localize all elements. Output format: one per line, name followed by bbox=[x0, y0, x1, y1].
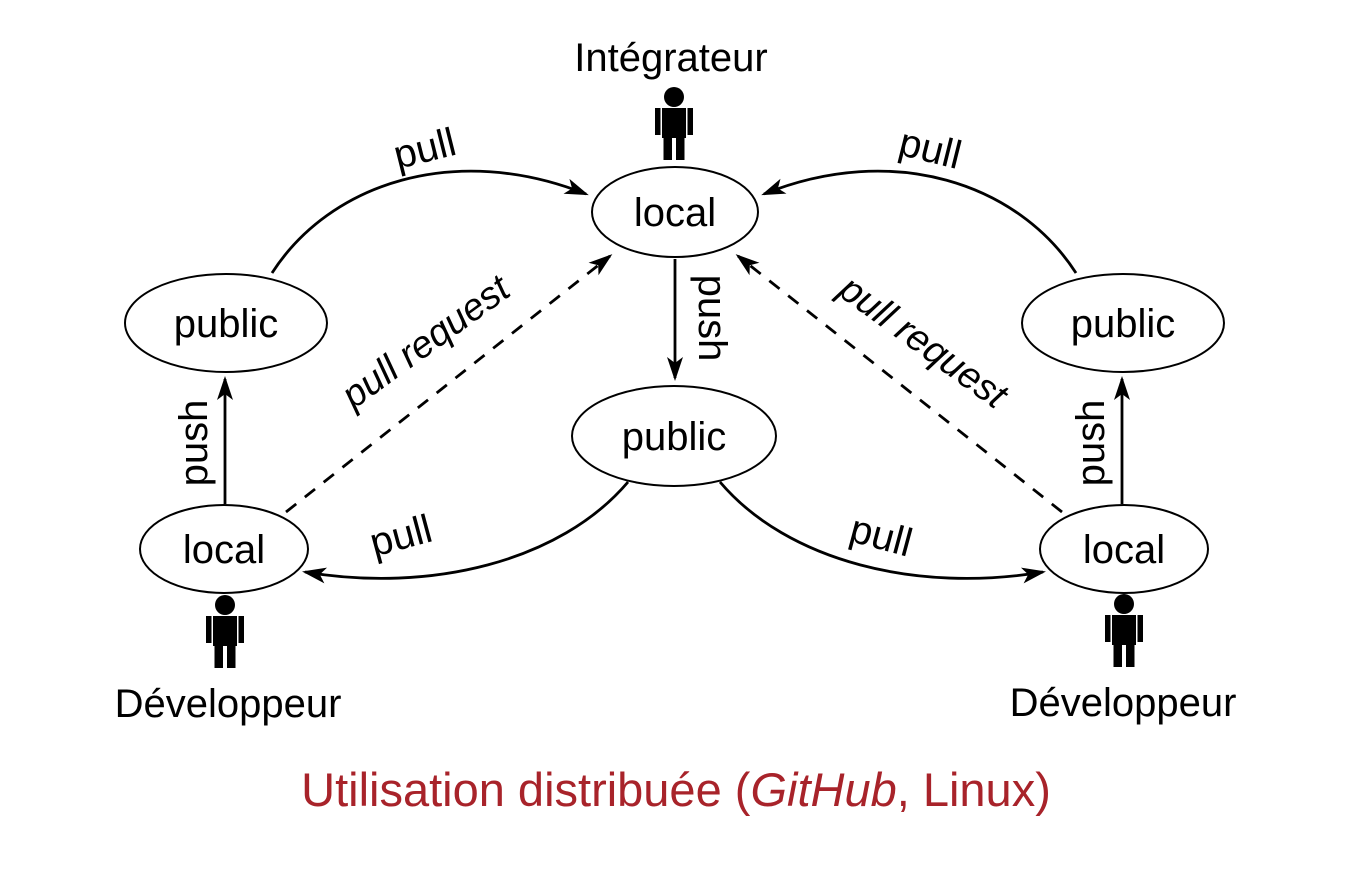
edges-layer bbox=[217, 169, 1130, 584]
integrator-local-label: local bbox=[634, 191, 716, 235]
person-icon-developer-left bbox=[206, 595, 244, 668]
pull-label-top-right: pull bbox=[895, 120, 966, 178]
node-developer-left-local: local bbox=[139, 504, 309, 594]
caption-text-normal-2: , Linux) bbox=[897, 763, 1051, 816]
developer-left-local-ellipse bbox=[139, 504, 309, 594]
node-central-public: public bbox=[571, 385, 777, 487]
node-developer-right-local: local bbox=[1039, 504, 1209, 594]
diagram-caption: Utilisation distribuée (GitHub, Linux) bbox=[301, 763, 1051, 816]
push-label-left: push bbox=[172, 400, 216, 487]
developer-left-label: Développeur bbox=[115, 682, 342, 726]
caption-text-normal: Utilisation distribuée ( bbox=[301, 763, 751, 816]
node-left-public: public bbox=[124, 273, 328, 373]
node-integrator-local: local bbox=[591, 166, 759, 258]
left-public-ellipse bbox=[124, 273, 328, 373]
integrator-label: Intégrateur bbox=[574, 36, 767, 80]
pull-request-label-right: pull request bbox=[830, 267, 1016, 418]
pull-label-bottom-right: pull bbox=[845, 507, 917, 566]
push-label-center: push bbox=[690, 275, 734, 362]
pull-request-arrow-right bbox=[735, 254, 1063, 514]
node-right-public: public bbox=[1021, 273, 1225, 373]
push-label-right: push bbox=[1069, 400, 1113, 487]
right-public-label: public bbox=[1071, 302, 1176, 346]
pull-label-bottom-left: pull bbox=[365, 507, 437, 566]
pull-request-arrow-left bbox=[285, 254, 613, 514]
developer-right-local-label: local bbox=[1083, 528, 1165, 572]
pull-arrow-top-left bbox=[270, 169, 589, 274]
caption-text-italic: GitHub bbox=[750, 763, 896, 816]
developer-right-local-ellipse bbox=[1039, 504, 1209, 594]
developer-right-label: Développeur bbox=[1010, 681, 1237, 725]
person-icon-developer-right bbox=[1105, 594, 1143, 667]
pull-request-label-left: pull request bbox=[333, 267, 519, 418]
central-public-ellipse bbox=[571, 385, 777, 487]
pull-arrow-bottom-right bbox=[718, 481, 1046, 584]
right-public-ellipse bbox=[1021, 273, 1225, 373]
pull-label-top-left: pull bbox=[389, 120, 460, 178]
pull-arrow-bottom-left bbox=[302, 481, 630, 584]
left-public-label: public bbox=[174, 302, 279, 346]
central-public-label: public bbox=[622, 415, 727, 459]
developer-left-local-label: local bbox=[183, 528, 265, 572]
integrator-local-ellipse bbox=[591, 166, 759, 258]
person-icon-integrator bbox=[655, 87, 693, 160]
pull-arrow-top-right bbox=[761, 169, 1078, 274]
